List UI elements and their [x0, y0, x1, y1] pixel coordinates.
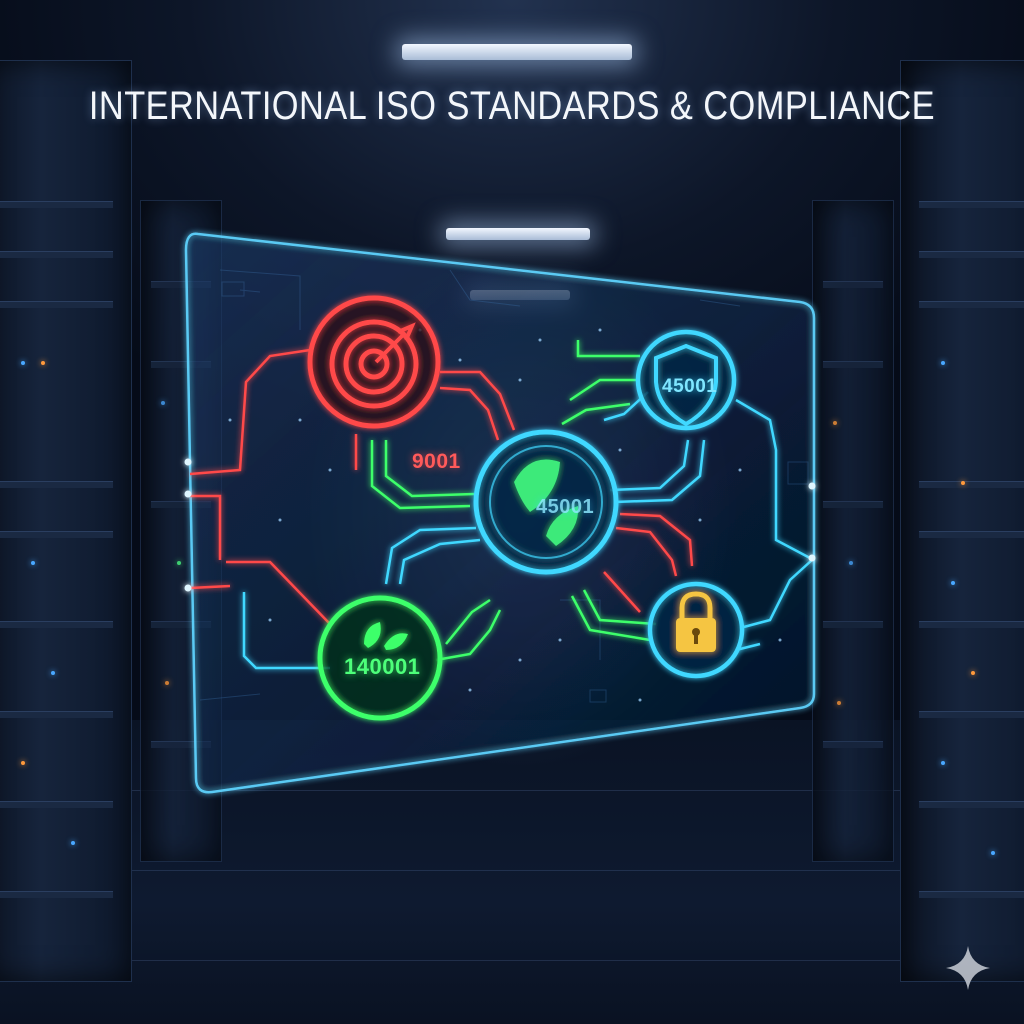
- data-particles: [228, 328, 782, 702]
- page-title: INTERNATIONAL ISO STANDARDS & COMPLIANCE: [88, 84, 936, 128]
- environment-center-label: 45001: [536, 496, 595, 518]
- safety-node: [635, 329, 737, 431]
- safety-label: 45001: [662, 376, 718, 397]
- sparkle-icon: [946, 946, 990, 990]
- environment-node: [317, 595, 443, 721]
- green-connectors: [370, 340, 657, 662]
- floor-seam: [0, 960, 1024, 961]
- lock-icon: [676, 591, 716, 652]
- cyan-connectors: [242, 391, 813, 670]
- ceiling-light: [446, 228, 590, 240]
- red-connectors: [189, 348, 694, 625]
- server-rack-left-near: [0, 60, 132, 982]
- floor-seam: [0, 870, 1024, 871]
- ceiling-light: [402, 44, 632, 60]
- quality-node: [307, 295, 441, 429]
- connector-endpoints: [184, 458, 816, 592]
- environment-center-node: [473, 429, 619, 575]
- server-rack-right-near: [900, 60, 1024, 982]
- server-rack-right-mid: [812, 200, 894, 862]
- shield-icon: [654, 343, 718, 427]
- environment-label: 140001: [344, 654, 421, 679]
- leaf-icon: [364, 622, 408, 650]
- leaf-icon: [514, 459, 579, 546]
- panel-grid: [199, 269, 809, 703]
- floor-seam: [0, 790, 1024, 791]
- quality-label: 9001: [412, 450, 461, 473]
- target-icon: [329, 319, 419, 409]
- security-node: [647, 581, 745, 679]
